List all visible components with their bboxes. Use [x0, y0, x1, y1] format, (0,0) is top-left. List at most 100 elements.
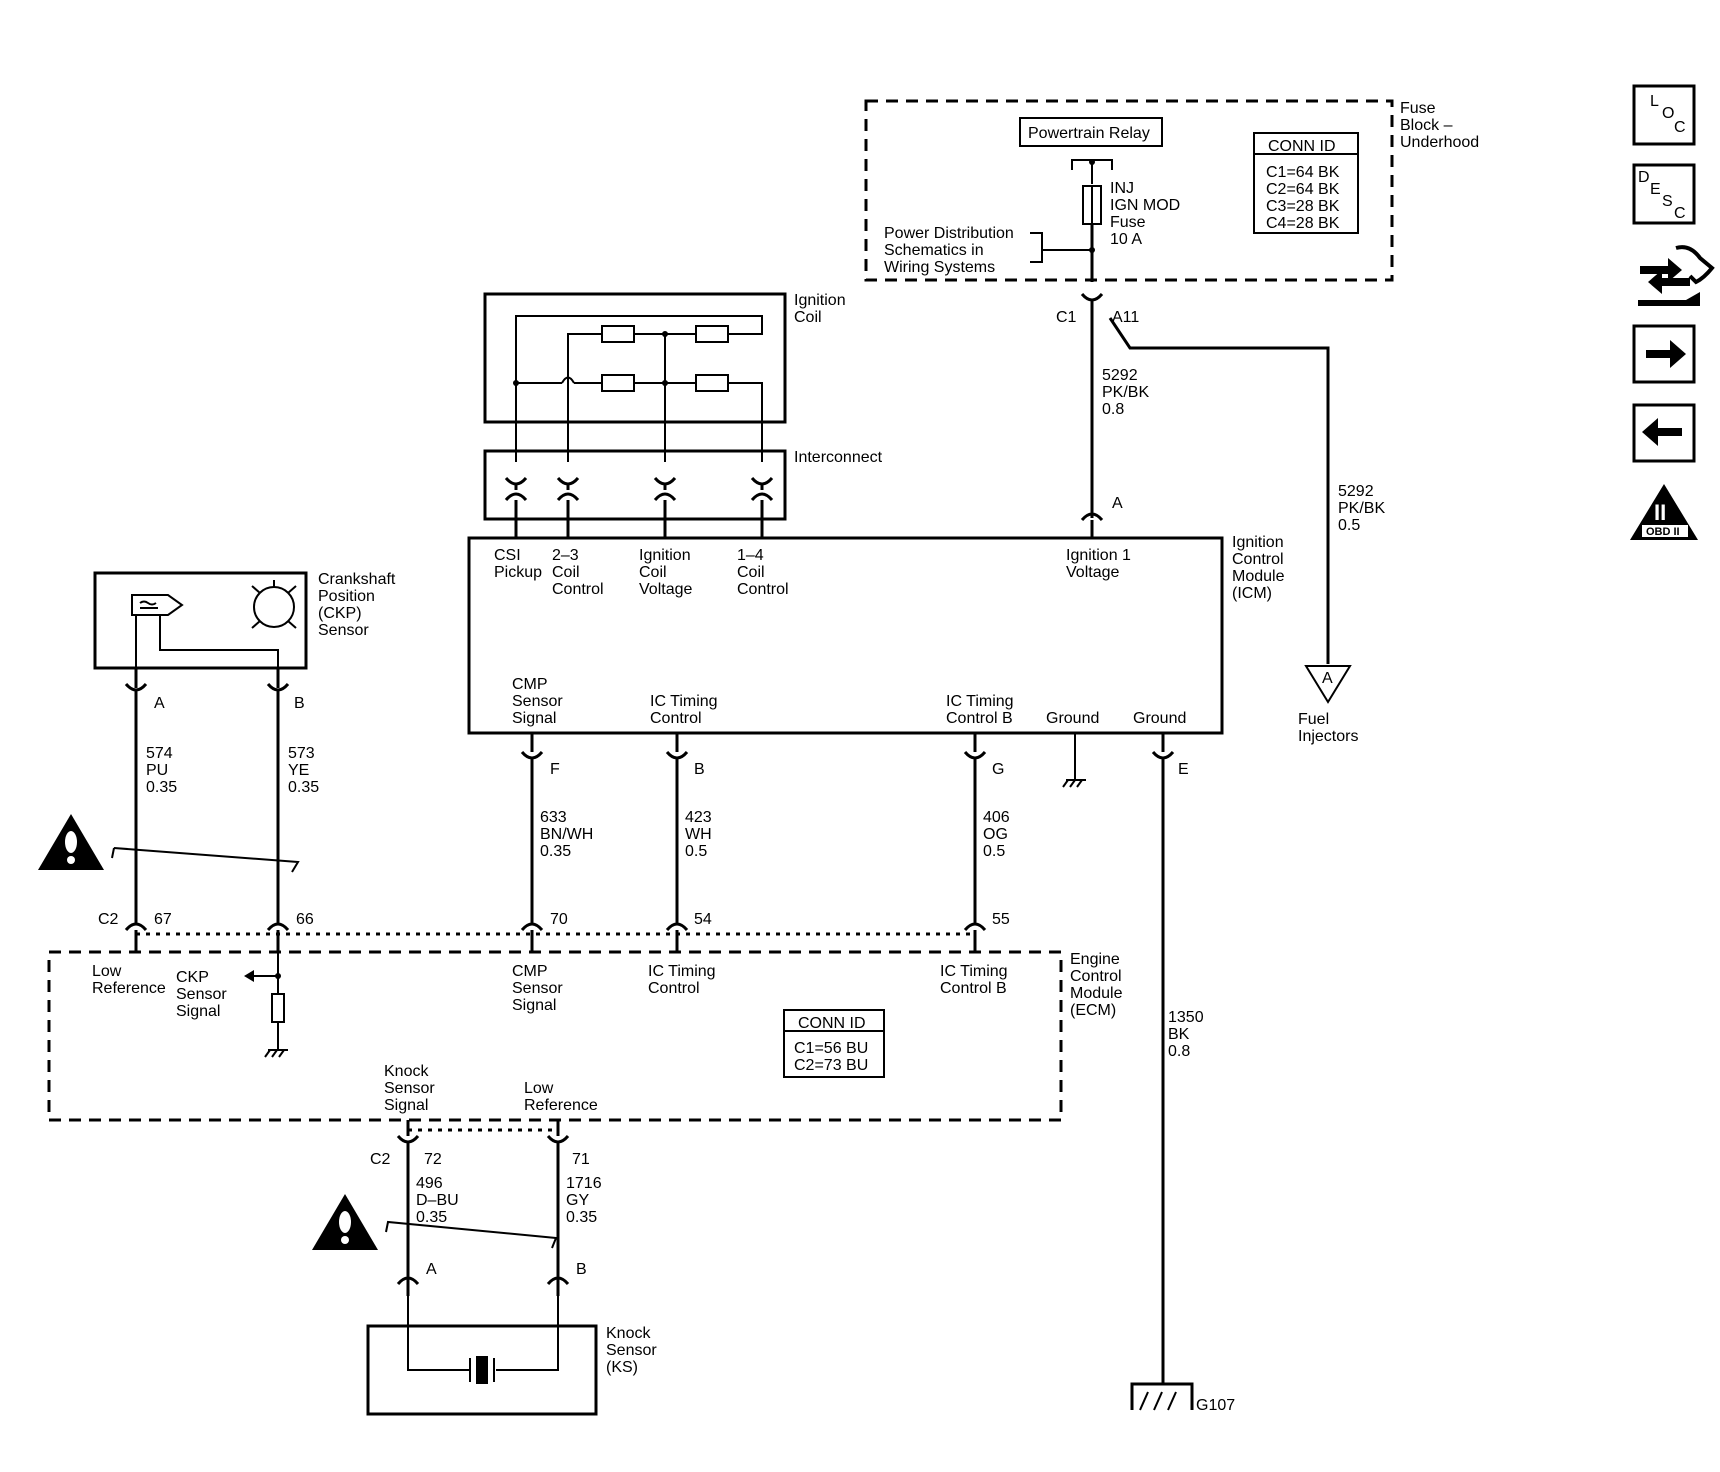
interconnect: Interconnect: [483, 449, 883, 538]
fuse-block: Fuse Block – Underhood Powertrain Relay …: [864, 99, 1479, 282]
wire-1716-1: 1716: [566, 1175, 602, 1192]
ignition-coil-title-2: Coil: [794, 309, 822, 326]
wire-5292a-1: 5292: [1102, 367, 1138, 384]
wire-574-3: 0.35: [146, 779, 177, 796]
ecm-ckp-sig-1: CKP: [176, 969, 209, 986]
ecm-connector-label: C2: [98, 911, 119, 928]
ecm-connector-bottom: C2: [370, 1151, 391, 1168]
ecm-cmp-1: CMP: [512, 963, 548, 980]
nav-desc-e: E: [1650, 181, 1661, 198]
ecm-conn-id-1: C1=56 BU: [794, 1040, 868, 1057]
ecm-ks-lowref-1: Low: [524, 1080, 554, 1097]
icm-ict-1: IC Timing: [650, 693, 718, 710]
icm-coil23-2: Coil: [552, 564, 580, 581]
fuse-conn-id-4: C4=28 BK: [1266, 215, 1340, 232]
icm-title-1: Ignition: [1232, 534, 1284, 551]
ecm-pin-71: 71: [572, 1151, 590, 1168]
wire-496-1: 496: [416, 1175, 443, 1192]
fuel-injectors-title-1: Fuel: [1298, 711, 1329, 728]
ecm-lowref-2: Reference: [92, 980, 166, 997]
nav-obd-ii-button[interactable]: II OBD II: [1630, 484, 1698, 540]
icm-csi-2: Pickup: [494, 564, 542, 581]
wire-5292b-1: 5292: [1338, 483, 1374, 500]
fuse-label-2: IGN MOD: [1110, 197, 1180, 214]
wire-5292b-2: PK/BK: [1338, 500, 1385, 517]
icm-coil14-1: 1–4: [737, 547, 764, 564]
power-note-1: Power Distribution: [884, 225, 1014, 242]
nav-description-button[interactable]: D E S C: [1632, 163, 1696, 225]
fuse-conn-id-box: [1253, 132, 1359, 234]
ecm-ckp-sig-3: Signal: [176, 1003, 220, 1020]
ks-pin-a: A: [426, 1261, 437, 1278]
wire-633-1: 633: [540, 809, 567, 826]
icm-cmp-3: Signal: [512, 710, 556, 727]
nav-location-button[interactable]: L O C: [1632, 84, 1696, 146]
wire-496-2: D–BU: [416, 1192, 459, 1209]
obd-numeral: II: [1654, 500, 1666, 525]
ecm: Engine Control Module (ECM) Low Referenc…: [47, 950, 1123, 1122]
icm-cmp-2: Sensor: [512, 693, 563, 710]
nav-diagnostic-button[interactable]: [1638, 245, 1715, 306]
ecm-pin-67: 67: [154, 911, 172, 928]
powertrain-relay-box: [1019, 117, 1163, 147]
wire-633-3: 0.35: [540, 843, 571, 860]
fuse-conn-id-title: CONN ID: [1268, 138, 1336, 155]
ignition-coil: Ignition Coil: [483, 292, 846, 462]
fuel-injectors-title-2: Injectors: [1298, 728, 1358, 745]
fuse-label-4: 10 A: [1110, 231, 1142, 248]
wire-406-2: OG: [983, 826, 1008, 843]
nav-previous-button[interactable]: [1632, 403, 1696, 463]
icm-title-4: (ICM): [1232, 585, 1272, 602]
icm-title-2: Control: [1232, 551, 1284, 568]
wire-573-2: YE: [288, 762, 309, 779]
ecm-ckp-sig-2: Sensor: [176, 986, 227, 1003]
icm-icv-2: Coil: [639, 564, 667, 581]
ground-g107: G107: [1130, 1382, 1235, 1414]
icm-pin-f: F: [550, 761, 560, 778]
ecm-ictb-1: IC Timing: [940, 963, 1008, 980]
ecm-conn-id-2: C2=73 BU: [794, 1057, 868, 1074]
wire-406-1: 406: [983, 809, 1010, 826]
wire-633-2: BN/WH: [540, 826, 593, 843]
ckp-pin-a: A: [154, 695, 165, 712]
icm-ign1-1: Ignition 1: [1066, 547, 1131, 564]
icm: Ignition Control Module (ICM) CSI Pickup…: [467, 534, 1285, 735]
ecm-title-1: Engine: [1070, 951, 1120, 968]
wire-574-2: PU: [146, 762, 168, 779]
nav-next-button[interactable]: [1632, 324, 1696, 384]
icm-coil14-3: Control: [737, 581, 789, 598]
warning-icon: [38, 814, 104, 870]
icm-pin-e: E: [1178, 761, 1189, 778]
ks-title-3: (KS): [606, 1359, 638, 1376]
arrow-right-icon: [1646, 340, 1686, 368]
ks-pin-b: B: [576, 1261, 587, 1278]
nav-loc-o: O: [1662, 105, 1674, 122]
fuse-conn-id-3: C3=28 BK: [1266, 198, 1340, 215]
wire-5292a-2: PK/BK: [1102, 384, 1149, 401]
fuse-connector-label: C1: [1056, 309, 1077, 326]
ecm-ks-lowref-2: Reference: [524, 1097, 598, 1114]
wire-5292b-3: 0.5: [1338, 517, 1360, 534]
icm-icv-1: Ignition: [639, 547, 691, 564]
fuse-label-3: Fuse: [1110, 214, 1146, 231]
icm-ictb-1: IC Timing: [946, 693, 1014, 710]
ecm-ks-sig-3: Signal: [384, 1097, 428, 1114]
fuse-conn-id-2: C2=64 BK: [1266, 181, 1340, 198]
nav-desc-s: S: [1662, 193, 1673, 210]
power-note-2: Schematics in: [884, 242, 984, 259]
fuse-block-title-2: Block –: [1400, 117, 1453, 134]
ks-title-2: Sensor: [606, 1342, 657, 1359]
icm-pin-g: G: [992, 761, 1004, 778]
piezo-element-icon: [476, 1356, 488, 1384]
icm-ictb-2: Control B: [946, 710, 1013, 727]
ecm-pin-72: 72: [424, 1151, 442, 1168]
icm-coil23-1: 2–3: [552, 547, 579, 564]
ecm-lowref-1: Low: [92, 963, 122, 980]
ecm-conn-id-box: [783, 1009, 885, 1078]
wire-5292-injectors: [1108, 317, 1330, 664]
obd-label: OBD II: [1646, 526, 1680, 538]
wire-573-1: 573: [288, 745, 315, 762]
warning-icon-ks: [312, 1194, 378, 1250]
ecm-ictb-2: Control B: [940, 980, 1007, 997]
